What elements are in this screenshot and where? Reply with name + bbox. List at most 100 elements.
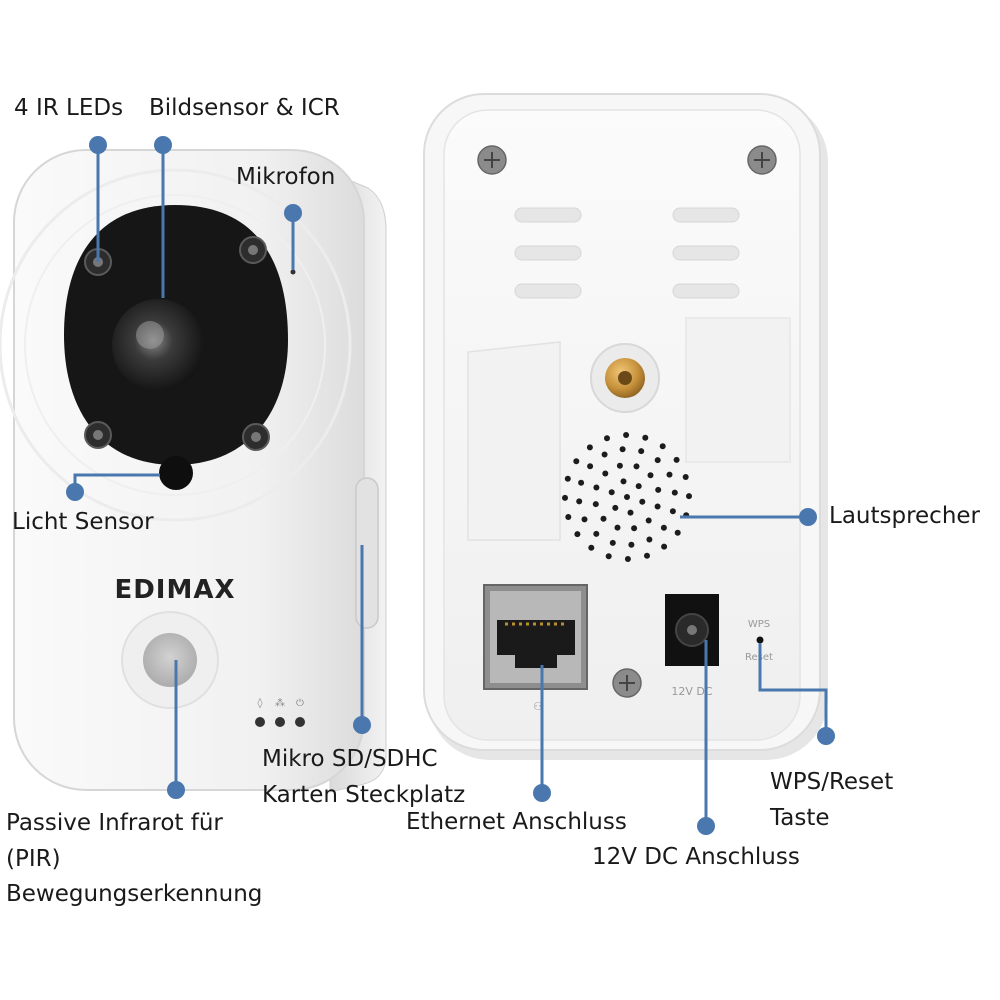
speaker-hole xyxy=(647,472,654,479)
speaker-hole xyxy=(661,543,668,550)
label-microphone: Mikrofon xyxy=(236,164,336,190)
speaker-hole xyxy=(628,541,635,548)
ethernet-port-icon: ⚇ xyxy=(483,584,588,713)
speaker-hole xyxy=(646,536,653,543)
status-led-icons: ◊ ⁂ ⏻ xyxy=(255,697,305,727)
label-area-left xyxy=(467,341,561,541)
speaker-hole xyxy=(673,456,680,463)
callout-dot-sd xyxy=(353,716,371,734)
callout-dot-microphone xyxy=(284,204,302,222)
label-wps-line-2: Taste xyxy=(770,804,830,831)
speaker-hole xyxy=(573,458,580,465)
speaker-hole xyxy=(624,556,631,562)
back-camera: ⚇ 12V DC WPS Reset xyxy=(423,93,828,760)
speaker-hole xyxy=(586,444,593,451)
speaker-hole xyxy=(666,471,673,478)
speaker-hole xyxy=(564,475,571,482)
speaker-hole xyxy=(614,524,621,531)
speaker-hole xyxy=(565,514,572,520)
label-sd-line-1: Mikro SD/SDHC xyxy=(262,746,438,772)
sd-card-slot xyxy=(355,477,379,629)
speaker-hole xyxy=(660,524,667,531)
speaker-hole xyxy=(624,494,630,500)
speaker-hole xyxy=(645,517,652,524)
speaker-hole xyxy=(644,552,650,559)
label-ethernet: Ethernet Anschluss xyxy=(406,809,627,835)
speaker-hole xyxy=(635,483,642,490)
brand-logo: EDIMAX xyxy=(114,575,235,605)
label-pir-line-2: (PIR) xyxy=(6,845,61,872)
speaker-hole xyxy=(578,479,585,486)
pir-sensor-icon xyxy=(143,633,197,687)
screw-icon xyxy=(747,145,777,175)
callout-dots xyxy=(66,136,835,835)
svg-text:◊: ◊ xyxy=(258,697,263,709)
callout-dot-image-sensor xyxy=(154,136,172,154)
callout-dot-light-sensor xyxy=(66,483,84,501)
speaker-hole xyxy=(605,553,612,560)
speaker-hole xyxy=(619,446,626,453)
screw-icon xyxy=(477,145,507,175)
speaker-hole xyxy=(631,525,638,532)
speaker-hole xyxy=(639,498,646,505)
dc-jack-label: 12V DC xyxy=(671,685,712,698)
label-pir-line-1: Passive Infrarot für xyxy=(6,810,223,836)
speaker-hole xyxy=(592,501,599,508)
ir-led-icon xyxy=(242,423,270,451)
speaker-hole xyxy=(601,451,608,458)
label-pir: Passive Infrarot für (PIR) Bewegungserke… xyxy=(6,806,262,913)
speaker-hole xyxy=(587,463,594,470)
callout-dot-pir xyxy=(167,781,185,799)
ventilation-slots xyxy=(514,207,740,299)
speaker-hole xyxy=(627,509,634,516)
speaker-hole xyxy=(612,504,619,511)
callout-dot-ethernet xyxy=(533,784,551,802)
speaker-hole xyxy=(686,493,692,500)
speaker-hole xyxy=(574,531,581,538)
speaker-hole xyxy=(604,435,610,442)
speaker-hole xyxy=(576,498,583,505)
speaker-hole xyxy=(581,516,588,523)
speaker-hole xyxy=(682,474,689,480)
speaker-hole xyxy=(609,539,616,546)
label-pir-line-3: Bewegungserkennung xyxy=(6,881,263,908)
callouts xyxy=(73,145,828,826)
label-sd-slot: Mikro SD/SDHC Karten Steckplatz xyxy=(262,742,465,813)
speaker-hole xyxy=(674,529,681,536)
callout-dot-speaker xyxy=(799,508,817,526)
ir-led-icon xyxy=(84,421,112,449)
speaker-hole xyxy=(562,494,568,501)
callout-dot-ir-leds xyxy=(89,136,107,154)
svg-text:⁂: ⁂ xyxy=(275,697,285,709)
speaker-hole xyxy=(600,515,607,522)
dc-power-jack-icon: 12V DC xyxy=(665,594,719,698)
label-wps-line-1: WPS/Reset xyxy=(770,769,894,795)
speaker-hole xyxy=(593,484,600,491)
speaker-hole xyxy=(588,544,595,551)
speaker-hole xyxy=(593,530,600,537)
label-sd-line-2: Karten Steckplatz xyxy=(262,781,466,808)
label-light-sensor: Licht Sensor xyxy=(12,509,154,535)
label-area-right xyxy=(685,317,791,463)
speaker-hole xyxy=(602,470,609,477)
speaker-hole xyxy=(616,462,623,469)
ir-led-icon xyxy=(239,236,267,264)
label-speaker: Lautsprecher xyxy=(829,503,981,529)
screw-icon xyxy=(612,668,642,698)
speaker-hole xyxy=(669,508,676,515)
speaker-hole xyxy=(655,486,662,493)
label-image-sensor: Bildsensor & ICR xyxy=(149,95,340,121)
callout-dot-wps xyxy=(817,727,835,745)
speaker-hole xyxy=(654,503,661,510)
speaker-hole xyxy=(659,443,666,450)
label-power: 12V DC Anschluss xyxy=(592,844,800,870)
svg-text:⚇: ⚇ xyxy=(533,700,543,713)
speaker-hole xyxy=(623,432,630,438)
speaker-hole xyxy=(620,478,627,485)
callout-line-wps xyxy=(758,643,828,736)
speaker-hole xyxy=(671,489,678,496)
svg-text:⏻: ⏻ xyxy=(296,698,304,709)
label-wps-reset: WPS/Reset Taste xyxy=(770,765,893,836)
microphone-hole-icon xyxy=(290,269,296,275)
speaker-hole xyxy=(633,463,640,470)
